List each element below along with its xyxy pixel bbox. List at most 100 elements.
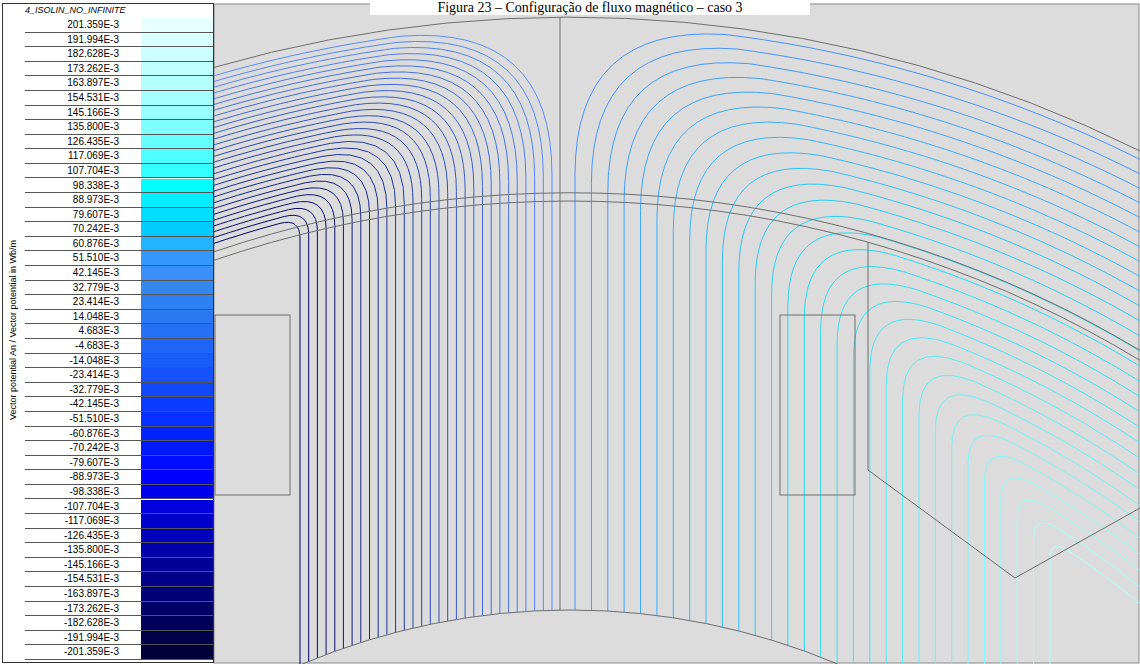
flux-line bbox=[214, 35, 552, 610]
legend-value: 107.704E-3 bbox=[25, 164, 119, 178]
legend-value: 135.800E-3 bbox=[25, 120, 119, 134]
legend-row: -4.683E-3 bbox=[25, 339, 213, 354]
legend-row: -14.048E-3 bbox=[25, 354, 213, 369]
legend-row: 98.338E-3 bbox=[25, 179, 213, 194]
legend-row: -163.897E-3 bbox=[25, 587, 213, 602]
flux-line bbox=[214, 72, 500, 614]
flux-line bbox=[772, 216, 1140, 640]
legend-value: -145.166E-3 bbox=[25, 558, 119, 572]
legend-value: 145.166E-3 bbox=[25, 106, 119, 120]
legend-swatch bbox=[141, 120, 213, 134]
legend-row: 70.242E-3 bbox=[25, 222, 213, 237]
legend-row: 4.683E-3 bbox=[25, 324, 213, 339]
legend-swatch bbox=[141, 558, 213, 572]
legend-swatch bbox=[141, 441, 213, 455]
legend-swatch bbox=[141, 456, 213, 470]
legend-row: 135.800E-3 bbox=[25, 120, 213, 135]
legend-value: 51.510E-3 bbox=[25, 251, 119, 265]
legend-swatch bbox=[141, 222, 213, 236]
legend-row: -182.628E-3 bbox=[25, 616, 213, 631]
flux-line bbox=[214, 222, 300, 664]
axis-label: Vector potential An / Vector potential i… bbox=[7, 130, 19, 530]
legend-value: 79.607E-3 bbox=[25, 208, 119, 222]
flux-line bbox=[985, 456, 1140, 664]
legend-swatch bbox=[141, 368, 213, 382]
legend-row: -201.359E-3 bbox=[25, 645, 213, 660]
legend-row: 51.510E-3 bbox=[25, 251, 213, 266]
legend-value: -135.800E-3 bbox=[25, 543, 119, 557]
legend-swatch bbox=[141, 179, 213, 193]
flux-line bbox=[690, 137, 1140, 620]
legend-value: 32.779E-3 bbox=[25, 281, 119, 295]
flux-line bbox=[214, 97, 465, 618]
flux-line bbox=[788, 233, 1140, 645]
legend-value: 23.414E-3 bbox=[25, 295, 119, 309]
legend-value: -32.779E-3 bbox=[25, 383, 119, 397]
legend-row: -145.166E-3 bbox=[25, 558, 213, 573]
legend-row: 117.069E-3 bbox=[25, 149, 213, 164]
legend-row: 42.145E-3 bbox=[25, 266, 213, 281]
legend-value: 98.338E-3 bbox=[25, 179, 119, 193]
legend-swatch bbox=[141, 47, 213, 61]
flux-line bbox=[886, 338, 1140, 664]
legend-swatch bbox=[141, 427, 213, 441]
legend-value: -60.876E-3 bbox=[25, 427, 119, 441]
flux-line bbox=[673, 122, 1140, 618]
legend-row: -60.876E-3 bbox=[25, 427, 213, 442]
legend-swatch bbox=[141, 339, 213, 353]
legend-swatch bbox=[141, 62, 213, 76]
legend-swatch bbox=[141, 500, 213, 514]
legend-swatch bbox=[141, 514, 213, 528]
legend-row: 173.262E-3 bbox=[25, 62, 213, 77]
legend-value: 42.145E-3 bbox=[25, 266, 119, 280]
legend-swatch bbox=[141, 237, 213, 251]
legend-swatch bbox=[141, 149, 213, 163]
flux-line bbox=[214, 208, 317, 658]
legend-swatch bbox=[141, 485, 213, 499]
legend-row: 79.607E-3 bbox=[25, 208, 213, 223]
flux-line bbox=[903, 356, 1140, 664]
legend-row: 23.414E-3 bbox=[25, 295, 213, 310]
legend-swatch bbox=[141, 529, 213, 543]
flux-line bbox=[1034, 523, 1140, 664]
legend-swatch bbox=[141, 602, 213, 616]
legend-value: 182.628E-3 bbox=[25, 47, 119, 61]
flux-line bbox=[641, 92, 1140, 613]
legend-value: -4.683E-3 bbox=[25, 339, 119, 353]
legend-swatch bbox=[141, 135, 213, 149]
legend-row: -51.510E-3 bbox=[25, 412, 213, 427]
legend-value: 88.973E-3 bbox=[25, 193, 119, 207]
legend-swatch bbox=[141, 543, 213, 557]
legend-value: 201.359E-3 bbox=[25, 18, 119, 32]
legend-swatch bbox=[141, 631, 213, 645]
legend-row: -98.338E-3 bbox=[25, 485, 213, 500]
legend-value: -117.069E-3 bbox=[25, 514, 119, 528]
legend-value: -201.359E-3 bbox=[25, 645, 119, 659]
flux-line bbox=[1001, 478, 1140, 664]
legend-swatch bbox=[141, 208, 213, 222]
legend-value: 163.897E-3 bbox=[25, 76, 119, 90]
flux-line bbox=[755, 200, 1140, 635]
legend-row: -79.607E-3 bbox=[25, 456, 213, 471]
legend-swatch bbox=[141, 251, 213, 265]
legend-row: -42.145E-3 bbox=[25, 397, 213, 412]
stator-outer-arc bbox=[214, 17, 1140, 151]
flux-line bbox=[1050, 547, 1140, 664]
flux-line bbox=[870, 319, 1140, 664]
legend-swatch bbox=[141, 76, 213, 90]
legend-value: -23.414E-3 bbox=[25, 368, 119, 382]
legend-row: -107.704E-3 bbox=[25, 500, 213, 515]
legend-value: -42.145E-3 bbox=[25, 397, 119, 411]
flux-line bbox=[722, 168, 1140, 627]
legend-value: 70.242E-3 bbox=[25, 222, 119, 236]
legend-value: -191.994E-3 bbox=[25, 631, 119, 645]
legend-value: -163.897E-3 bbox=[25, 587, 119, 601]
legend-value: 4.683E-3 bbox=[25, 324, 119, 338]
legend-swatch bbox=[141, 470, 213, 484]
legend-value: 126.435E-3 bbox=[25, 135, 119, 149]
legend-value: -98.338E-3 bbox=[25, 485, 119, 499]
legend-value: -14.048E-3 bbox=[25, 354, 119, 368]
pole-axis bbox=[560, 17, 561, 610]
figure-title: Figura 23 – Configuração de fluxo magnét… bbox=[370, 0, 810, 15]
legend-value: -88.973E-3 bbox=[25, 470, 119, 484]
